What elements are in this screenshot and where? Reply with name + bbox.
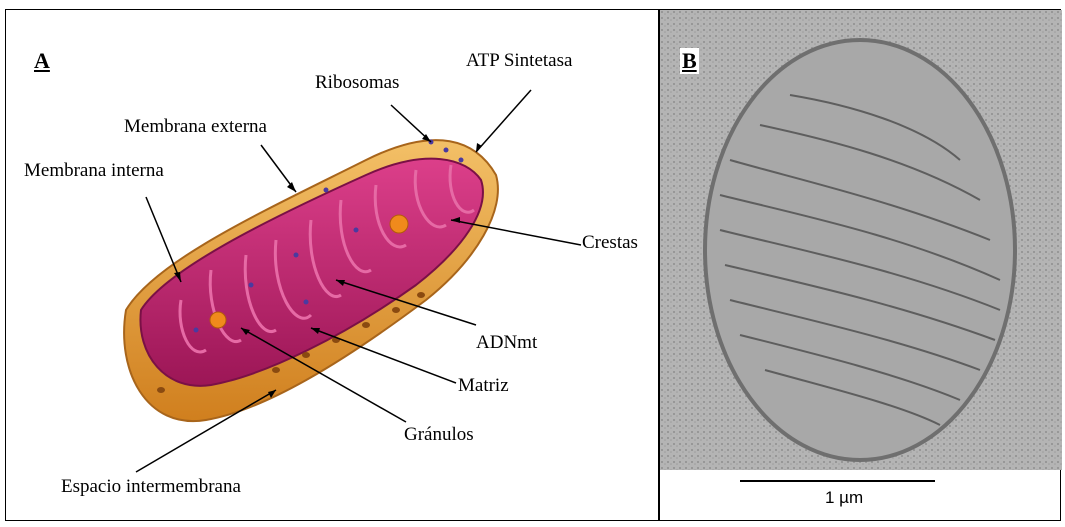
label-membrana-externa: Membrana externa [124,116,267,138]
granule [210,312,226,328]
label-granulos: Gránulos [404,424,474,446]
label-crestas: Crestas [582,232,638,254]
panel-b-micrograph: B 1 µm [659,9,1061,521]
label-atp-sintetasa: ATP Sintetasa [466,50,572,72]
label-ribosomas: Ribosomas [315,72,399,94]
panel-a-tag: A [34,48,50,74]
panel-a-diagram: A Membrana externa Membrana interna Ribo… [5,9,659,521]
label-adnmt: ADNmt [476,332,537,354]
label-matriz: Matriz [458,375,509,397]
electron-micrograph [660,10,1062,522]
panel-b-tag: B [680,48,699,74]
granule [390,215,408,233]
label-espacio-intermembrana: Espacio intermembrana [61,476,241,498]
label-membrana-interna: Membrana interna [24,160,164,182]
scale-bar-label: 1 µm [825,488,863,508]
